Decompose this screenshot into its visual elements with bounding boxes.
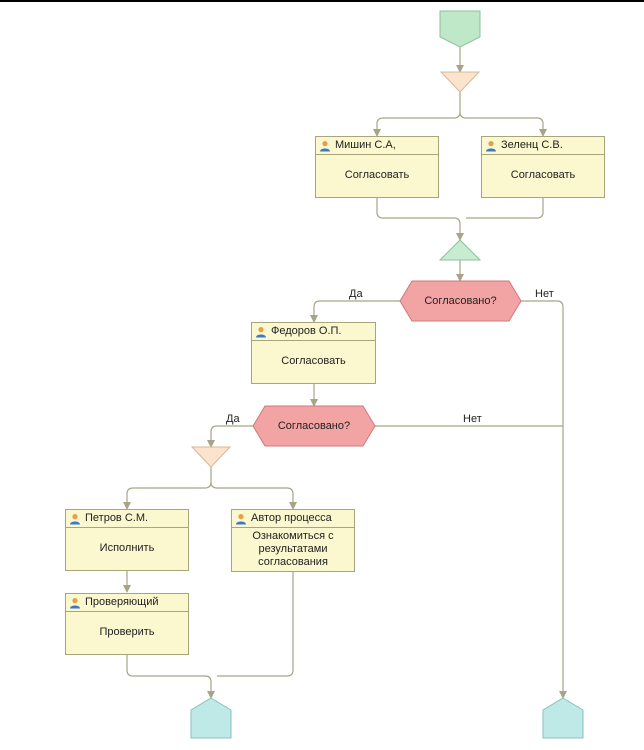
task-header: Петров С.М. — [66, 510, 188, 528]
task-action: Ознакомиться с результатами согласования — [252, 529, 334, 568]
task-node-mishin[interactable]: Мишин С.А, Согласовать — [315, 136, 439, 198]
task-performer: Мишин С.А, — [335, 139, 396, 151]
task-header: Автор процесса — [232, 510, 354, 528]
join-node[interactable] — [438, 239, 482, 261]
connector-split2-author — [210, 481, 297, 510]
task-performer: Петров С.М. — [85, 512, 149, 524]
split-node-2[interactable] — [190, 446, 232, 468]
connector-cond1-fedorov — [310, 300, 400, 323]
user-icon — [70, 513, 80, 524]
connector-zelenc-join — [466, 198, 544, 219]
task-header: Зеленц С.В. — [482, 137, 604, 155]
task-header: Проверяющий — [66, 594, 188, 612]
user-icon — [70, 597, 80, 608]
end-node-left[interactable] — [190, 697, 232, 739]
connector-split-zelenc — [459, 111, 547, 137]
task-action: Согласовать — [510, 169, 576, 181]
task-action: Согласовать — [281, 355, 346, 367]
task-node-fedorov[interactable]: Федоров О.П. Согласовать — [251, 322, 376, 384]
condition-1-yes-label: Да — [349, 288, 363, 300]
connector-split2-petrov — [123, 467, 212, 510]
connector-split-mishin — [373, 92, 461, 137]
task-performer: Федоров О.П. — [271, 325, 342, 337]
connector-author-end — [217, 572, 294, 677]
connector-cond2-split — [207, 425, 253, 448]
task-header: Федоров О.П. — [252, 323, 375, 341]
task-performer: Проверяющий — [85, 596, 159, 608]
condition-2-yes-label: Да — [226, 413, 240, 425]
condition-1-label: Согласовано? — [424, 295, 497, 307]
condition-node-2[interactable] — [252, 405, 376, 447]
connectors — [123, 47, 567, 699]
condition-2-label: Согласовано? — [277, 420, 351, 432]
task-performer: Автор процесса — [251, 512, 332, 524]
task-node-petrov[interactable]: Петров С.М. Исполнить — [65, 509, 189, 571]
end-node-right[interactable] — [542, 697, 584, 739]
user-icon — [236, 513, 246, 524]
user-icon — [256, 326, 266, 337]
task-node-zelenc[interactable]: Зеленц С.В. Согласовать — [481, 136, 605, 198]
connector-cond1-end-right — [520, 300, 567, 699]
task-action: Согласовать — [344, 169, 410, 181]
task-node-checker[interactable]: Проверяющий Проверить — [65, 593, 189, 655]
user-icon — [320, 140, 330, 151]
start-node[interactable] — [439, 10, 481, 48]
user-icon — [486, 140, 496, 151]
condition-1-no-label: Нет — [535, 288, 554, 300]
condition-2-no-label: Нет — [463, 413, 482, 425]
task-action: Исполнить — [99, 542, 155, 554]
task-action: Проверить — [99, 626, 155, 638]
task-node-author[interactable]: Автор процесса Ознакомиться с результата… — [231, 509, 355, 572]
split-node-1[interactable] — [439, 71, 481, 93]
connector-mishin-join — [376, 198, 464, 241]
condition-node-1[interactable] — [399, 280, 522, 322]
connector-checker-end — [126, 655, 215, 699]
task-header: Мишин С.А, — [316, 137, 438, 155]
task-performer: Зеленц С.В. — [501, 139, 563, 151]
